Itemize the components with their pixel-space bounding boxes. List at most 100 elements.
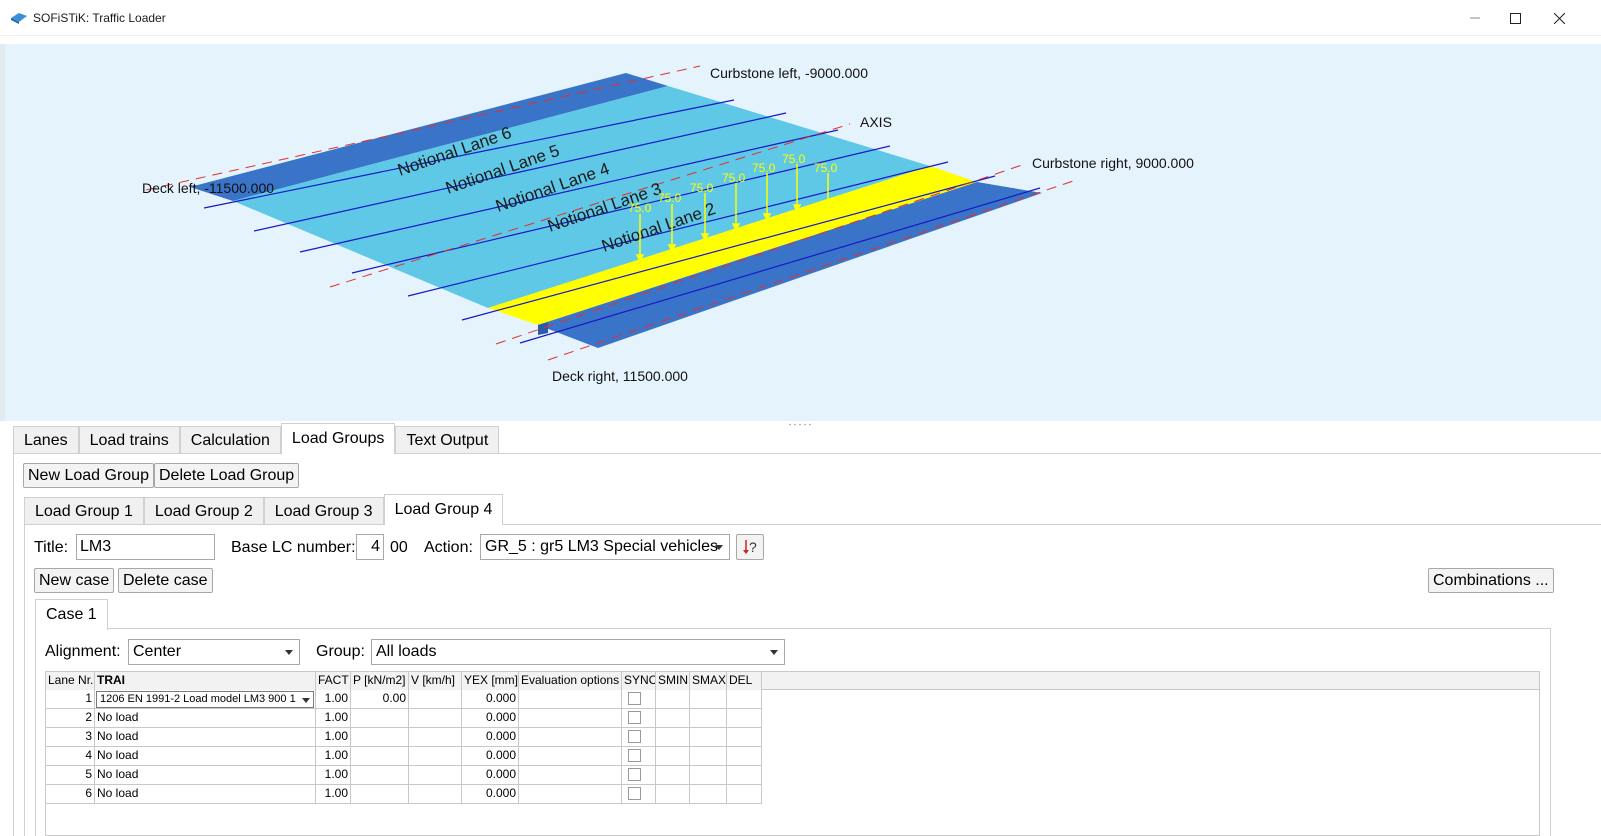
smax-cell[interactable]	[690, 709, 727, 727]
p-cell[interactable]	[351, 785, 409, 803]
smin-cell[interactable]	[656, 785, 690, 803]
bridge-viewport[interactable]: Notional Lane 6 Notional Lane 5 Notional…	[5, 44, 1601, 421]
smax-cell[interactable]	[690, 747, 727, 765]
new-load-group-button[interactable]: New Load Group	[23, 463, 154, 488]
trai-cell[interactable]: No load	[95, 747, 316, 765]
tab-load-group-2[interactable]: Load Group 2	[143, 497, 264, 525]
header-del[interactable]: DEL	[727, 672, 762, 690]
trai-select[interactable]: 1206 EN 1991-2 Load model LM3 900 1	[96, 691, 314, 708]
splitter-grip-icon[interactable]	[788, 423, 812, 426]
del-cell[interactable]	[727, 690, 762, 708]
yex-cell[interactable]: 0.000	[462, 785, 519, 803]
delete-case-button[interactable]: Delete case	[118, 568, 213, 593]
fact-cell[interactable]: 1.00	[316, 785, 351, 803]
new-case-button[interactable]: New case	[34, 568, 115, 593]
base-lc-input[interactable]: 4	[356, 534, 384, 560]
header-v[interactable]: V [km/h]	[409, 672, 462, 690]
delete-load-group-button[interactable]: Delete Load Group	[154, 463, 300, 488]
del-cell[interactable]	[727, 766, 762, 784]
v-cell[interactable]	[409, 709, 462, 727]
tab-load-group-3[interactable]: Load Group 3	[263, 497, 384, 525]
header-yex[interactable]: YEX [mm]	[462, 672, 519, 690]
trai-cell[interactable]: 1206 EN 1991-2 Load model LM3 900 1	[95, 690, 316, 708]
del-cell[interactable]	[727, 709, 762, 727]
v-cell[interactable]	[409, 766, 462, 784]
v-cell[interactable]	[409, 728, 462, 746]
close-button[interactable]	[1536, 0, 1582, 36]
trai-cell[interactable]: No load	[95, 709, 316, 727]
v-cell[interactable]	[409, 747, 462, 765]
trai-cell[interactable]: No load	[95, 766, 316, 784]
evaluation-cell[interactable]	[519, 728, 622, 746]
header-smax[interactable]: SMAX	[690, 672, 727, 690]
header-lane-nr[interactable]: Lane Nr.	[46, 672, 95, 690]
sort-help-button[interactable]: ?	[736, 534, 764, 560]
evaluation-cell[interactable]	[519, 785, 622, 803]
minimize-button[interactable]	[1452, 0, 1498, 36]
trai-cell[interactable]: No load	[95, 785, 316, 803]
smax-cell[interactable]	[690, 785, 727, 803]
header-sync[interactable]: SYNC	[622, 672, 656, 690]
table-row[interactable]: 1 1206 EN 1991-2 Load model LM3 900 1 1.…	[46, 690, 762, 709]
header-trai[interactable]: TRAI	[95, 672, 316, 690]
header-evaluation-options[interactable]: Evaluation options	[519, 672, 622, 690]
table-row[interactable]: 5 No load 1.00 0.000	[46, 766, 762, 785]
table-row[interactable]: 6 No load 1.00 0.000	[46, 785, 762, 804]
smin-cell[interactable]	[656, 747, 690, 765]
header-smin[interactable]: SMIN	[656, 672, 690, 690]
p-cell[interactable]: 0.00	[351, 690, 409, 708]
header-p[interactable]: P [kN/m2]	[351, 672, 409, 690]
action-select[interactable]: GR_5 : gr5 LM3 Special vehicles	[480, 534, 730, 560]
tab-calculation[interactable]: Calculation	[179, 426, 281, 454]
fact-cell[interactable]: 1.00	[316, 766, 351, 784]
yex-cell[interactable]: 0.000	[462, 690, 519, 708]
alignment-select[interactable]: Center	[128, 639, 300, 665]
fact-cell[interactable]: 1.00	[316, 690, 351, 708]
del-cell[interactable]	[727, 747, 762, 765]
smin-cell[interactable]	[656, 690, 690, 708]
tab-load-trains[interactable]: Load trains	[78, 426, 180, 454]
table-row[interactable]: 2 No load 1.00 0.000	[46, 709, 762, 728]
sync-checkbox[interactable]	[628, 787, 641, 800]
sync-checkbox[interactable]	[628, 711, 641, 724]
p-cell[interactable]	[351, 747, 409, 765]
smax-cell[interactable]	[690, 766, 727, 784]
tab-load-group-4[interactable]: Load Group 4	[383, 494, 504, 525]
smax-cell[interactable]	[690, 690, 727, 708]
combinations-button[interactable]: Combinations ...	[1428, 568, 1554, 593]
p-cell[interactable]	[351, 709, 409, 727]
del-cell[interactable]	[727, 785, 762, 803]
yex-cell[interactable]: 0.000	[462, 728, 519, 746]
sync-checkbox[interactable]	[628, 692, 641, 705]
fact-cell[interactable]: 1.00	[316, 747, 351, 765]
tab-load-groups[interactable]: Load Groups	[280, 423, 396, 454]
sync-checkbox[interactable]	[628, 768, 641, 781]
sync-checkbox[interactable]	[628, 749, 641, 762]
tab-lanes[interactable]: Lanes	[13, 426, 79, 454]
table-row[interactable]: 4 No load 1.00 0.000	[46, 747, 762, 766]
del-cell[interactable]	[727, 728, 762, 746]
v-cell[interactable]	[409, 690, 462, 708]
header-fact[interactable]: FACT	[316, 672, 351, 690]
v-cell[interactable]	[409, 785, 462, 803]
group-select[interactable]: All loads	[371, 639, 785, 665]
trai-cell[interactable]: No load	[95, 728, 316, 746]
sync-checkbox[interactable]	[628, 730, 641, 743]
p-cell[interactable]	[351, 766, 409, 784]
smin-cell[interactable]	[656, 709, 690, 727]
title-input[interactable]: LM3	[76, 534, 215, 560]
fact-cell[interactable]: 1.00	[316, 728, 351, 746]
table-row[interactable]: 3 No load 1.00 0.000	[46, 728, 762, 747]
yex-cell[interactable]: 0.000	[462, 747, 519, 765]
maximize-button[interactable]	[1492, 0, 1538, 36]
evaluation-cell[interactable]	[519, 766, 622, 784]
yex-cell[interactable]: 0.000	[462, 709, 519, 727]
tab-case-1[interactable]: Case 1	[35, 599, 108, 630]
evaluation-cell[interactable]	[519, 690, 622, 708]
fact-cell[interactable]: 1.00	[316, 709, 351, 727]
evaluation-cell[interactable]	[519, 747, 622, 765]
smin-cell[interactable]	[656, 728, 690, 746]
yex-cell[interactable]: 0.000	[462, 766, 519, 784]
tab-text-output[interactable]: Text Output	[395, 426, 500, 454]
tab-load-group-1[interactable]: Load Group 1	[24, 497, 144, 525]
